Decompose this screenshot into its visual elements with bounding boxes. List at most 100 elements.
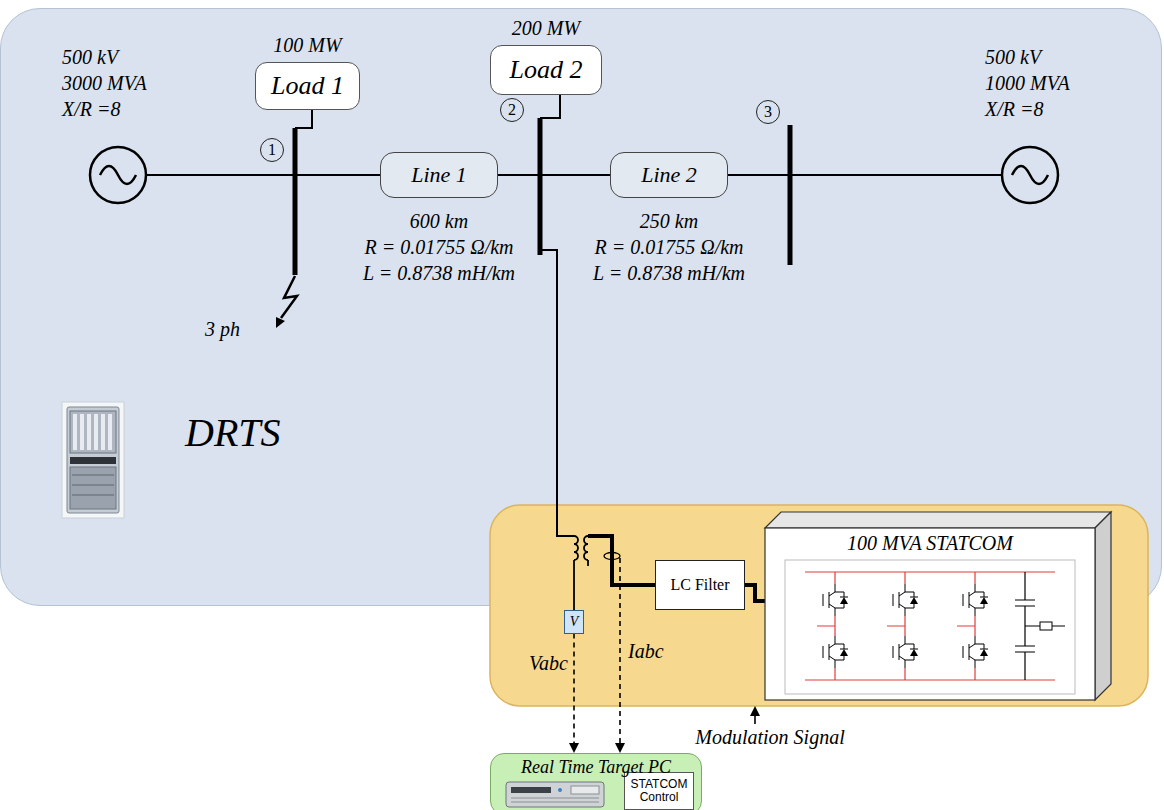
current-sensor	[604, 553, 620, 560]
statcom-title-holder: 100 MVA STATCOM	[847, 532, 1013, 555]
filter-name-holder: LC Filter	[670, 576, 729, 594]
bus-number-text-holder: 2	[508, 101, 516, 119]
rtds-rack	[67, 407, 119, 513]
current-signal-arrow	[619, 558, 621, 743]
rtds-rack	[70, 467, 116, 509]
ac-source	[1002, 147, 1058, 203]
coupling-transformer	[573, 560, 575, 612]
load-name-holder: Load 2	[510, 55, 583, 85]
current-signal-holder: Iabc	[628, 640, 664, 663]
converter-circuit	[1040, 622, 1052, 630]
bus-bar	[293, 128, 298, 275]
pc-device	[506, 782, 604, 807]
signal-connector	[569, 634, 579, 753]
bus-number-text-holder: 1	[268, 141, 276, 159]
line-inductance: L = 0.8738 mH/km	[593, 262, 745, 285]
modulation-arrow	[750, 706, 760, 724]
source-ratio-holder: X/R =8	[985, 98, 1044, 121]
converter-wire	[588, 536, 655, 585]
source-rating-holder: 500 kV	[62, 46, 118, 69]
load-box: 200 MWLoad 2	[490, 45, 602, 95]
fault-symbol	[276, 276, 297, 328]
line-name: Line 2	[641, 162, 697, 187]
control-name-holder: STATCOM Control	[629, 778, 689, 804]
bus-number: 1	[260, 138, 284, 162]
line-resistance-holder: R = 0.01755 Ω/km	[594, 236, 743, 259]
fault-type-holder: 3 ph	[205, 318, 240, 341]
line-box: Line 1	[380, 152, 498, 198]
load-rating-holder: 200 MW	[512, 17, 580, 40]
signal-label-holder: Modulation Signal	[695, 726, 844, 749]
rtds-rack	[62, 402, 124, 518]
source-ratio: X/R =8	[985, 98, 1044, 121]
ac-source	[90, 147, 146, 203]
bus-bar	[788, 125, 793, 265]
converter-circuit	[961, 584, 991, 616]
line-name: Line 1	[411, 162, 467, 187]
coupling-transformer	[574, 536, 588, 612]
load-name: Load 2	[510, 55, 583, 85]
ac-source	[100, 166, 136, 184]
coupling-transformer	[587, 560, 589, 566]
load-rating: 100 MW	[273, 34, 341, 57]
current-signal-arrow	[615, 743, 625, 753]
current-signal-arrow	[615, 558, 625, 753]
bus-number-text: 3	[764, 103, 772, 121]
rtds-rack	[101, 414, 105, 450]
pc-device	[505, 780, 605, 808]
fault-symbol	[281, 276, 297, 318]
rtds-rack	[72, 475, 114, 495]
source-ratio-holder: X/R =8	[62, 98, 121, 121]
source-rating-holder: 500 kV	[985, 46, 1041, 69]
source-rating: 3000 MVA	[62, 72, 147, 95]
signal-connector	[745, 585, 765, 601]
statcom-title: 100 MVA STATCOM	[847, 532, 1013, 555]
converter-circuit	[891, 636, 921, 668]
bus-number: 3	[756, 100, 780, 124]
line-resistance-holder: R = 0.01755 Ω/km	[364, 236, 513, 259]
load-box: 100 MWLoad 1	[255, 62, 360, 111]
converter-circuit	[821, 636, 851, 668]
pc-title-holder: Real Time Target PC	[521, 757, 671, 778]
line-resistance: R = 0.01755 Ω/km	[364, 236, 513, 259]
signal-label: Vabc	[529, 652, 568, 675]
power-wire	[540, 250, 574, 536]
system-name: DRTS	[185, 410, 281, 456]
filter-name: LC Filter	[670, 576, 729, 594]
sensor-letter-holder: V	[570, 614, 579, 630]
signal-connector	[573, 634, 575, 745]
rtds-rack	[87, 414, 91, 450]
filter-box: LC Filter	[655, 560, 745, 610]
converter-circuit	[891, 584, 921, 616]
bus-number-text: 2	[508, 101, 516, 119]
statcom-box: 100 MVA STATCOM	[765, 512, 1111, 700]
converter-circuit	[785, 560, 1075, 694]
load-name: Load 1	[271, 71, 344, 101]
control-name: STATCOM Control	[629, 778, 689, 804]
bus-bar	[295, 118, 790, 275]
rtds-rack	[70, 411, 116, 453]
converter-circuit	[785, 560, 1075, 694]
load-name-holder: Load 1	[271, 71, 344, 101]
power-wire	[728, 174, 1002, 176]
power-wire	[146, 95, 1002, 536]
drts-region: DRTS100 MWLoad 11200 MWLoad 223Line 1Lin…	[0, 8, 1162, 606]
pc-device	[571, 786, 599, 794]
converter-circuit	[805, 572, 1055, 680]
statcom-area	[490, 505, 1148, 706]
modulation-arrow	[754, 715, 756, 724]
statcom-outline	[765, 528, 1095, 700]
line-inductance: L = 0.8738 mH/km	[363, 262, 515, 285]
line-length-holder: 250 km	[640, 210, 698, 233]
line-length: 600 km	[410, 210, 468, 233]
control-box: STATCOM Control	[624, 772, 694, 809]
source-rating-holder: 1000 MVA	[985, 72, 1070, 95]
signal-connector	[745, 585, 765, 601]
converter-circuit	[961, 636, 991, 668]
fault-symbol	[276, 317, 285, 328]
bus-number: 2	[500, 98, 524, 122]
rtds-rack	[108, 414, 112, 450]
line-name-holder: Line 1	[411, 162, 467, 187]
sensor-letter: V	[570, 614, 579, 630]
